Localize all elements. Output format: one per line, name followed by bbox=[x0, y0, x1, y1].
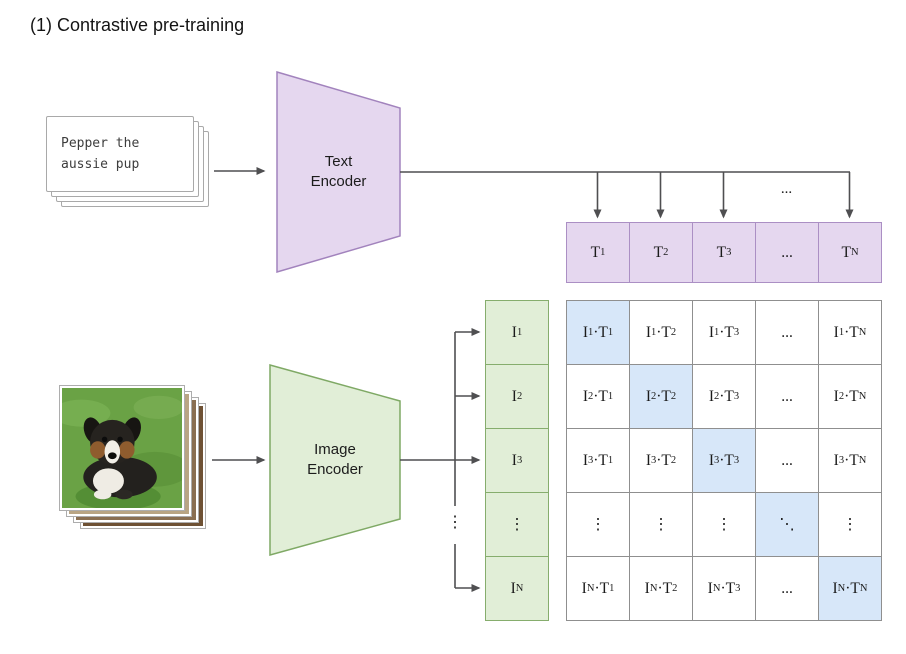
caption-text-line2: aussie pup bbox=[61, 157, 140, 172]
image-encoder-label-line2: Encoder bbox=[307, 461, 363, 478]
text-encoder-label: Text Encoder bbox=[277, 152, 400, 192]
puppy-photo bbox=[52, 386, 190, 510]
figure-title: (1) Contrastive pre-training bbox=[30, 15, 245, 35]
caption-card: Pepper the aussie pup bbox=[46, 116, 194, 192]
text-encoder-label-line2: Encoder bbox=[310, 173, 367, 190]
caption-text: Pepper the aussie pup bbox=[47, 117, 193, 175]
image-encoder-shape bbox=[269, 364, 401, 556]
matrix-cell-r4c3: ⋮ bbox=[693, 493, 756, 557]
image-encoder-label: Image Encoder bbox=[270, 440, 400, 480]
matrix-cell-r5c4: ... bbox=[756, 557, 819, 621]
matrix-cell-r2c4: ... bbox=[756, 365, 819, 429]
text-branch-ellipsis: ... bbox=[780, 181, 793, 197]
t-ellipsis-cell: ... bbox=[756, 223, 819, 283]
puppy-image bbox=[52, 388, 190, 510]
matrix-cell-r4c1: ⋮ bbox=[567, 493, 630, 557]
matrix-cell-r4c4: ⋱ bbox=[756, 493, 819, 557]
matrix-cell-r1c4: ... bbox=[756, 301, 819, 365]
image-encoder-label-line1: Image bbox=[314, 441, 356, 458]
matrix-cell-r4c5: ⋮ bbox=[819, 493, 882, 557]
i-ellipsis-cell: ⋮ bbox=[486, 493, 549, 557]
puppy bbox=[83, 417, 157, 500]
matrix-cell-r4c2: ⋮ bbox=[630, 493, 693, 557]
caption-text-line1: Pepper the bbox=[61, 136, 140, 151]
image-branch-ellipsis: ⋮ bbox=[447, 514, 463, 531]
text-encoder-label-line1: Text bbox=[324, 153, 353, 170]
text-encoder-shape bbox=[276, 70, 401, 274]
matrix-cell-r3c4: ... bbox=[756, 429, 819, 493]
